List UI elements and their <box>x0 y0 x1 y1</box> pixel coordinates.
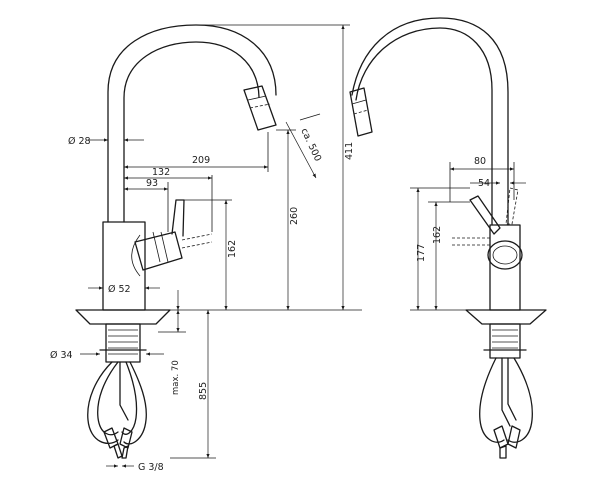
dim-93: 93 <box>146 178 158 189</box>
front-view-labels: 80 54 177 162 <box>416 156 490 262</box>
dim-80: 80 <box>474 156 486 167</box>
dim-diameter-34: Ø 34 <box>50 350 73 361</box>
dim-209: 209 <box>192 155 210 166</box>
dim-g-3-8: G 3/8 <box>138 462 164 473</box>
dim-177: 177 <box>416 244 427 262</box>
dim-411: 411 <box>344 142 355 160</box>
dim-162-right: 162 <box>432 226 443 244</box>
front-view-dimensions <box>410 162 526 311</box>
faucet-side-view <box>75 24 277 459</box>
faucet-front-view <box>349 17 547 459</box>
dim-855: 855 <box>198 382 209 400</box>
dim-54: 54 <box>478 178 490 189</box>
dim-ca-500: ca. 500 <box>298 127 323 164</box>
dim-162-left: 162 <box>227 240 238 258</box>
dim-260: 260 <box>289 207 300 225</box>
side-view-labels: Ø 28 209 132 93 Ø 52 162 260 411 ca. 500… <box>50 127 355 473</box>
dim-132: 132 <box>152 167 170 178</box>
dim-max-70: max. 70 <box>171 360 181 395</box>
side-view-dimensions <box>80 24 362 468</box>
dim-diameter-52: Ø 52 <box>108 284 131 295</box>
dim-diameter-28: Ø 28 <box>68 136 91 147</box>
